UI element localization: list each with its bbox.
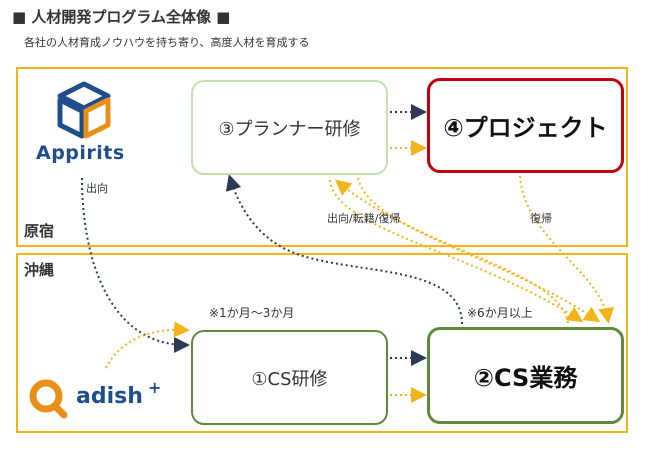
appirits-wordmark: Appirits: [36, 142, 125, 164]
adish-plus-mark: +: [148, 378, 162, 397]
cube-icon: [57, 81, 111, 139]
note-return: 復帰: [530, 212, 552, 225]
planner-training-box: ③プランナー研修: [191, 80, 388, 175]
region-okinawa: [16, 253, 628, 433]
arrow-cswork-up: [334, 179, 569, 324]
region-label-okinawa: 沖縄: [24, 261, 55, 279]
page-subtitle: 各社の人材育成ノウハウを持ち寄り、高度人材を育成する: [24, 36, 310, 49]
adish-logo: [26, 375, 176, 421]
note-dispatch: 出向: [86, 182, 108, 195]
note-duration-cs-training: ※1か月～3か月: [209, 306, 295, 320]
arrow-return: [519, 175, 614, 324]
magnifier-icon: [29, 379, 68, 419]
cs-training-box: ①CS研修: [191, 330, 388, 425]
note-duration-cs-work: ※6か月以上: [467, 306, 533, 320]
region-harajuku: [16, 67, 628, 247]
arrow-adish-cstraining: [105, 321, 190, 369]
adish-wordmark: adish: [76, 384, 143, 409]
arrow-transfer-2: [357, 177, 601, 323]
appirits-logo: [36, 80, 146, 170]
arrow-cswork-planner: [225, 174, 463, 325]
note-transfer: 出向/転籍/復帰: [327, 212, 401, 225]
arrow-appirits-cstraining: [81, 177, 190, 353]
cs-work-box: ②CS業務: [427, 327, 624, 424]
page-title: ■ 人材開発プログラム全体像 ■: [12, 8, 231, 26]
arrow-transfer-1: [329, 179, 584, 323]
region-label-harajuku: 原宿: [24, 222, 55, 240]
project-box: ④プロジェクト: [427, 78, 624, 173]
